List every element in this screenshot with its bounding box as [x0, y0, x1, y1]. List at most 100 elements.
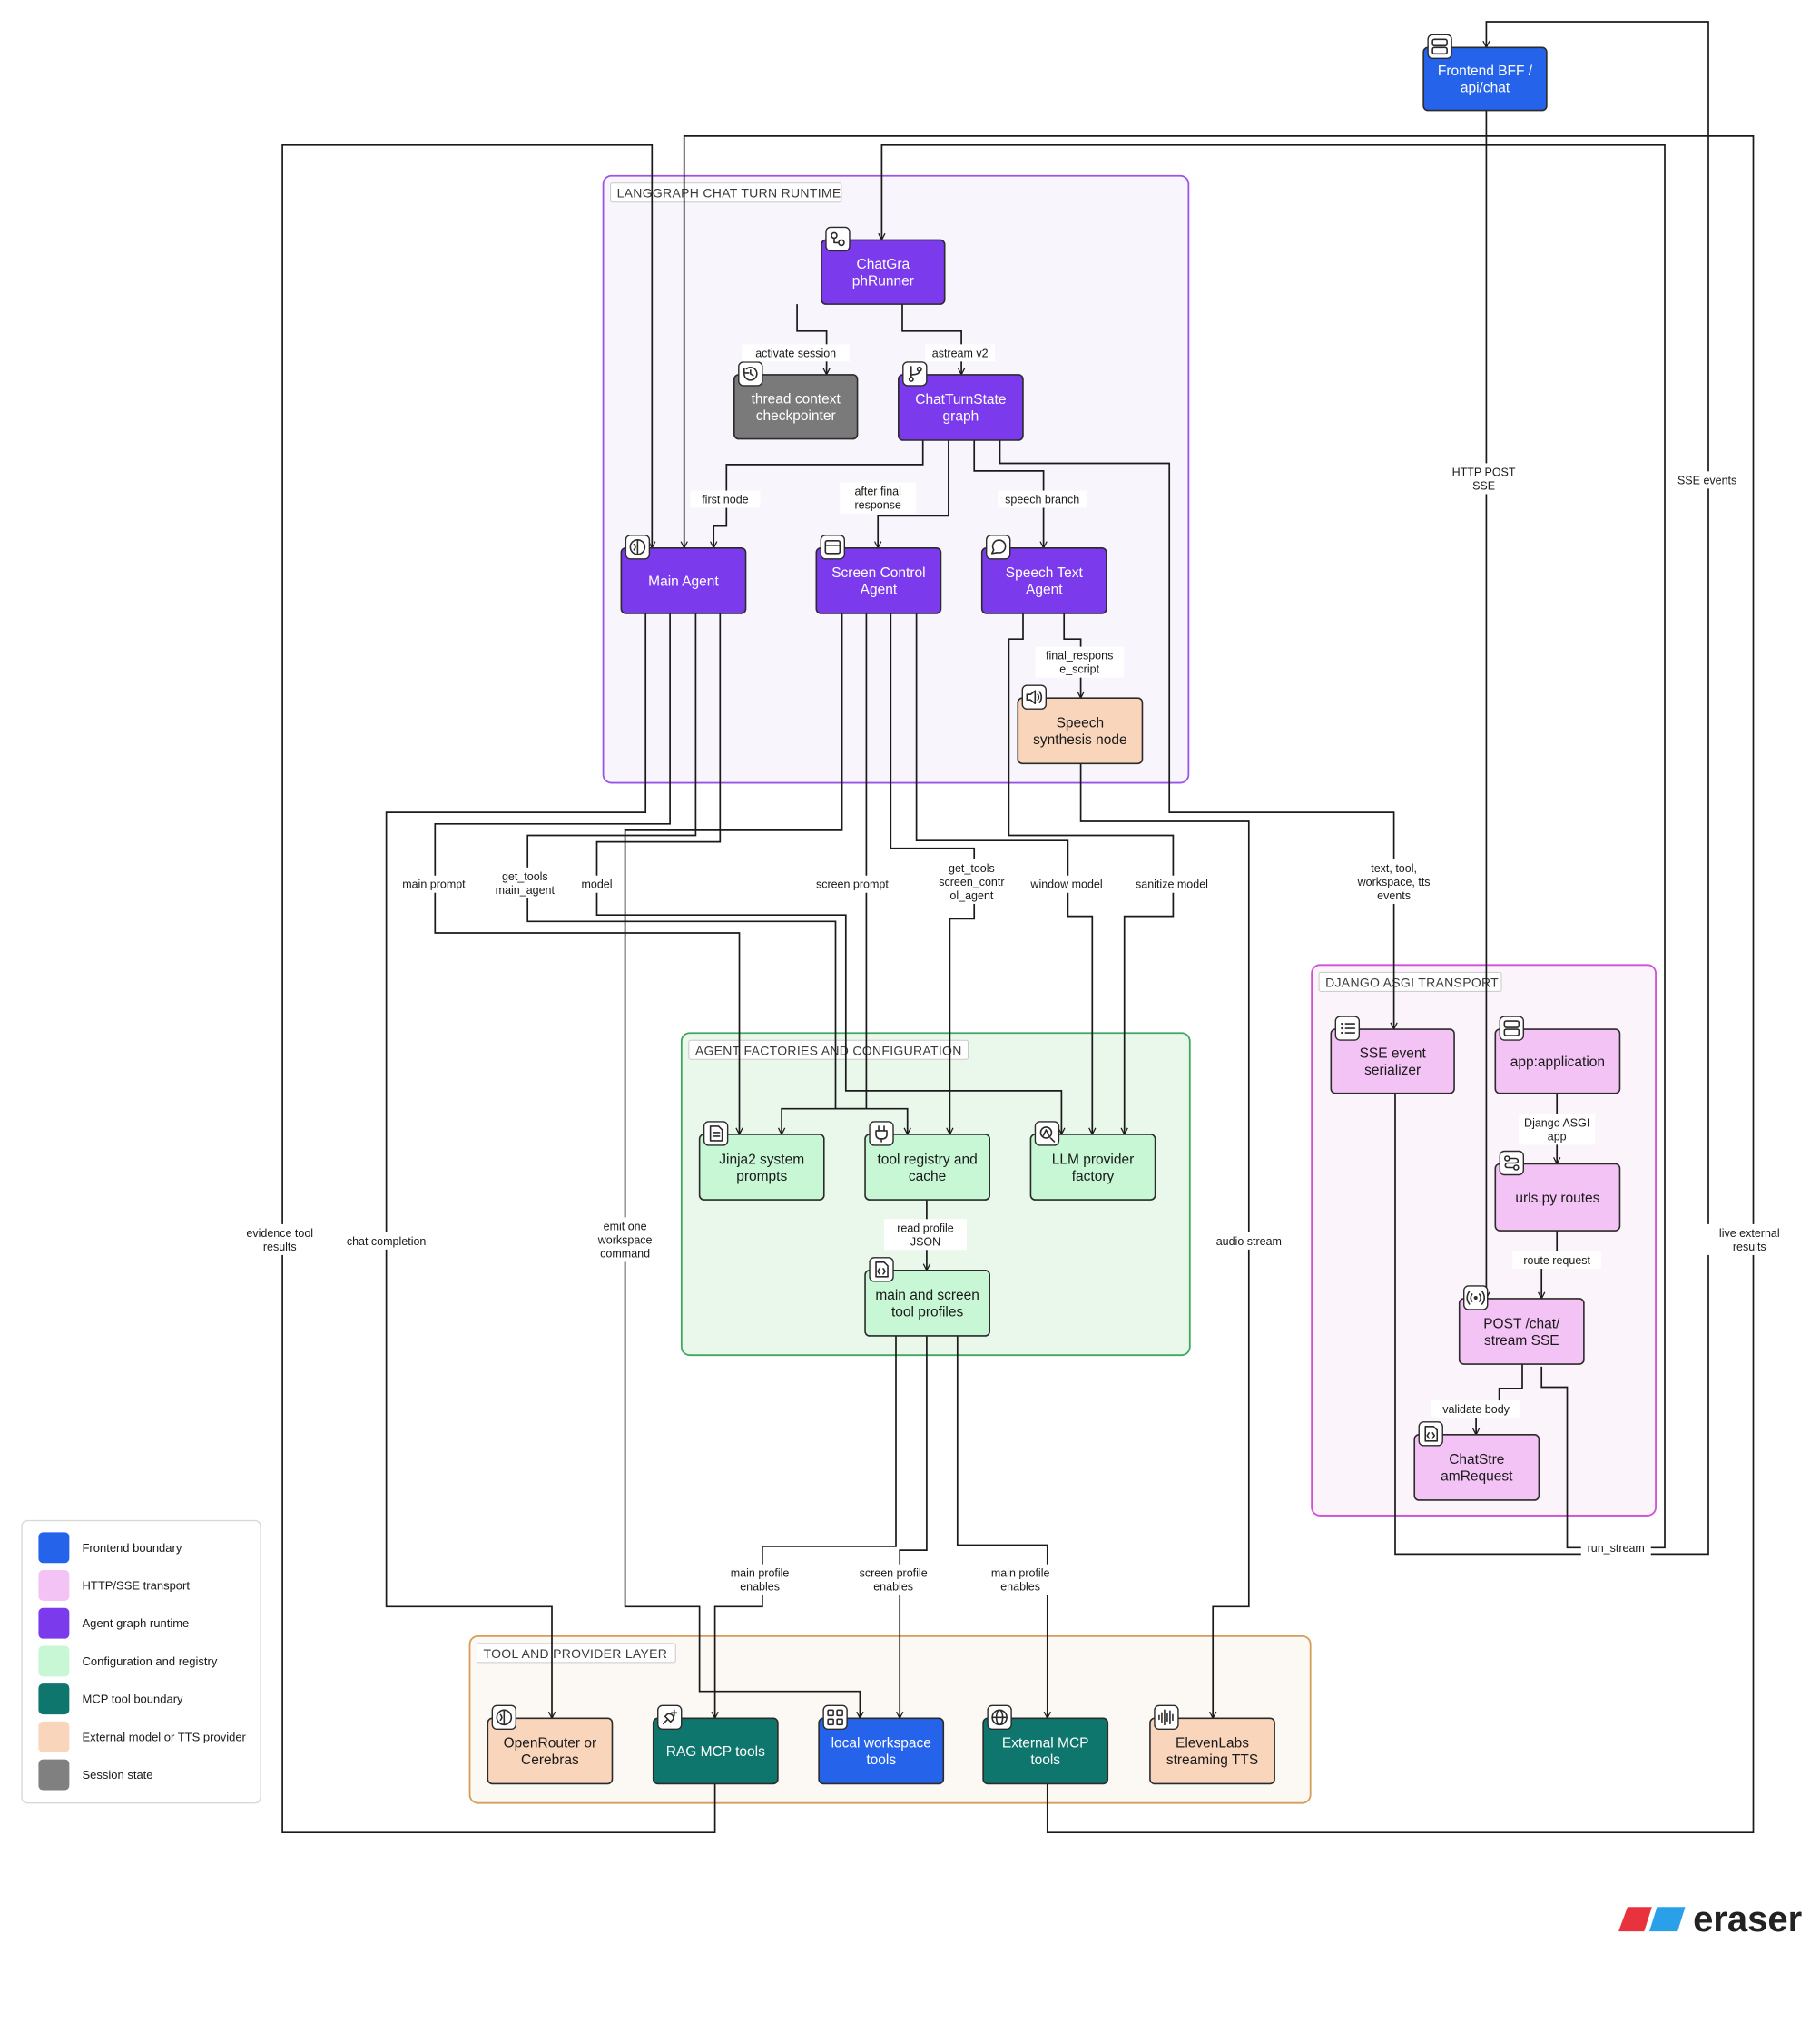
- legend-label: Agent graph runtime: [82, 1616, 189, 1630]
- edge-label: SSE events: [1672, 471, 1743, 489]
- node-profiles[interactable]: main and screen tool profiles: [864, 1257, 990, 1337]
- node-appapp[interactable]: app:application: [1494, 1016, 1621, 1094]
- connector-line: [878, 440, 949, 548]
- edge-label-text: screen prompt: [816, 878, 889, 891]
- edge-label-text: text, tool,: [1371, 862, 1417, 875]
- group-title: LANGGRAPH CHAT TURN RUNTIME: [617, 186, 841, 201]
- node-toolreg[interactable]: tool registry and cache: [864, 1121, 990, 1201]
- edge-label-text: response: [854, 499, 900, 512]
- legend-swatch: [38, 1683, 70, 1715]
- node-bff[interactable]: Frontend BFF /api/chat: [1422, 34, 1548, 112]
- node-urls[interactable]: urls.py routes: [1494, 1150, 1621, 1232]
- edge-label-text: final_respons: [1046, 650, 1113, 663]
- node-label: External MCP: [1002, 1736, 1089, 1752]
- edge-label-text: first node: [702, 494, 748, 506]
- node-label: Main Agent: [648, 574, 719, 589]
- legend-swatch: [38, 1570, 70, 1601]
- group-title: AGENT FACTORIES AND CONFIGURATION: [695, 1043, 962, 1057]
- node-label: prompts: [736, 1169, 787, 1184]
- edge-label-text: enables: [740, 1581, 780, 1594]
- edge-label-text: command: [600, 1247, 650, 1260]
- edge-label: main prompt: [395, 875, 472, 893]
- edge-label-text: SSE events: [1677, 474, 1736, 486]
- node-label: RAG MCP tools: [666, 1744, 765, 1760]
- node-label: main and screen: [875, 1288, 979, 1303]
- node-label: stream SSE: [1484, 1333, 1559, 1349]
- globe-icon: [987, 1704, 1012, 1731]
- legend-label: Session state: [82, 1768, 152, 1782]
- connector-line: [1394, 21, 1709, 1556]
- document-icon: [703, 1121, 729, 1146]
- edge-label-text: e_script: [1059, 663, 1099, 676]
- node-label: cache: [909, 1169, 946, 1184]
- edge-label: chat completion: [335, 1232, 438, 1250]
- legend-swatch: [38, 1607, 70, 1639]
- speaker-icon: [1021, 684, 1048, 710]
- edge-label-text: workspace, tts: [1357, 876, 1431, 888]
- edge-label-text: chat completion: [347, 1235, 427, 1248]
- legend-swatch: [38, 1645, 70, 1677]
- node-label: ElevenLabs: [1176, 1736, 1249, 1752]
- brain-icon: [625, 535, 651, 560]
- connector-line: [999, 440, 1394, 1029]
- edge-label: route request: [1512, 1251, 1602, 1270]
- edge-label-text: audio stream: [1216, 1235, 1282, 1248]
- edge-label-text: run_stream: [1588, 1542, 1645, 1555]
- node-ragmcp[interactable]: RAG MCP tools: [652, 1704, 779, 1785]
- node-label: checkpointer: [756, 408, 836, 424]
- edge-label-text: sanitize model: [1136, 878, 1208, 891]
- branch-icon: [902, 361, 928, 387]
- node-poststream[interactable]: POST /chat/stream SSE: [1458, 1285, 1585, 1365]
- edge-label-text: get_tools: [949, 862, 995, 875]
- eraser-wordmark: eraser: [1693, 1899, 1802, 1939]
- group-django: DJANGO ASGI TRANSPORT: [1311, 964, 1657, 1516]
- node-label: Speech: [1057, 716, 1105, 731]
- edge-label-text: JSON: [910, 1235, 940, 1248]
- edge-label: audio stream: [1207, 1232, 1291, 1250]
- legend-swatch: [38, 1532, 70, 1564]
- connector-line: [281, 143, 716, 1834]
- edge-label-text: results: [263, 1241, 297, 1253]
- node-label: tool profiles: [891, 1305, 964, 1320]
- legend-swatch: [38, 1759, 70, 1791]
- edge-label-text: ol_agent: [949, 889, 993, 902]
- edge-label-text: route request: [1523, 1254, 1590, 1267]
- node-label: Agent: [861, 583, 898, 598]
- edge-label-text: results: [1733, 1241, 1766, 1253]
- node-label: serializer: [1364, 1063, 1421, 1078]
- broadcast-icon: [1463, 1285, 1489, 1310]
- node-label: Agent: [1026, 583, 1063, 598]
- edge-label-text: screen_contr: [939, 876, 1004, 888]
- edge-label-text: main prompt: [402, 878, 466, 891]
- edge-label-text: enables: [873, 1581, 913, 1594]
- connector-line: [1008, 613, 1175, 1134]
- node-mainagent[interactable]: Main Agent: [620, 535, 747, 614]
- node-label: tool registry and: [877, 1152, 977, 1167]
- server-icon: [1427, 34, 1452, 60]
